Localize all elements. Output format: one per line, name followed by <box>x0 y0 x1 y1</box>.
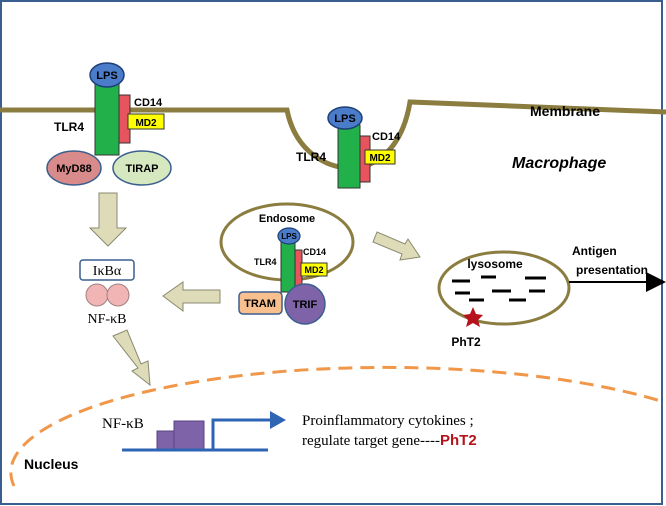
nucleus-nfkb-label: NF-κB <box>102 416 144 432</box>
lps-ligand <box>89 62 125 88</box>
promoter-box-small <box>156 430 175 451</box>
cd14-label-2: CD14 <box>372 131 401 143</box>
arrow-down-to-ikb <box>88 192 128 247</box>
pht2-star-icon <box>463 307 483 327</box>
macrophage-label: Macrophage <box>512 155 606 172</box>
antigen-label: Antigen <box>572 244 617 258</box>
tlr4-label-2: TLR4 <box>296 150 326 164</box>
regulate-pht2: PhT2 <box>440 432 477 449</box>
ikb-label: IκBα <box>93 264 122 279</box>
tlr4-label-3: TLR4 <box>254 257 277 267</box>
lysosome-membrane <box>437 250 571 326</box>
invaginated-receptor-complex: MD2 CD14 LPS TLR4 <box>296 106 401 189</box>
arrow-to-lysosome <box>372 231 421 261</box>
myd88-adaptor <box>46 150 102 186</box>
md2-box-3 <box>300 262 328 277</box>
md2-label-3: MD2 <box>304 265 323 275</box>
tlr4-receptor-3 <box>280 241 296 293</box>
lysosome-label: lysosome <box>467 257 523 271</box>
regulate-prefix: regulate target gene---- <box>302 433 440 449</box>
lps-label-3: LPS <box>281 232 297 241</box>
regulate-text: regulate target gene----PhT2 <box>302 432 477 449</box>
promoter-box-large <box>173 420 205 451</box>
tram-adaptor <box>238 291 283 315</box>
tlr4-label: TLR4 <box>54 120 84 134</box>
nucleus-envelope <box>9 365 665 487</box>
cd14-label: CD14 <box>134 97 163 109</box>
md2-label: MD2 <box>135 118 157 129</box>
tram-label: TRAM <box>244 298 276 310</box>
presentation-label: presentation <box>576 263 648 277</box>
arrow-to-nucleus <box>112 329 151 387</box>
md2-box <box>127 113 165 130</box>
tlr4-receptor-2 <box>337 124 361 189</box>
nfkb-subunit-p65 <box>106 283 130 307</box>
md2-label-2: MD2 <box>369 153 391 164</box>
lps-label-2: LPS <box>334 113 355 125</box>
tlr4-receptor <box>94 82 120 156</box>
nfkb-label: NF-κB <box>88 312 127 327</box>
peptide-fragments <box>452 275 546 302</box>
md2-box-2 <box>364 149 396 165</box>
transcription-arrow <box>211 418 272 450</box>
cytokines-text: Proinflammatory cytokines ; <box>302 413 474 429</box>
endosome: Endosome MD2 CD14 LPS TLR4 TRAM TRIF <box>219 202 355 325</box>
trif-label: TRIF <box>293 299 318 311</box>
cd14-label-3: CD14 <box>303 247 326 257</box>
nucleus-label: Nucleus <box>24 456 79 472</box>
transcription-arrowhead-icon <box>270 411 286 429</box>
membrane-label: Membrane <box>530 103 600 119</box>
lysosome: lysosome PhT2 <box>437 250 571 349</box>
arrow-to-nfkb <box>162 281 221 312</box>
tirap-adaptor <box>112 150 172 186</box>
pht2-label: PhT2 <box>451 335 481 349</box>
tirap-label: TIRAP <box>126 163 159 175</box>
surface-receptor-complex: MD2 CD14 LPS TLR4 MyD88 TIRAP <box>46 62 172 186</box>
trif-adaptor <box>284 283 326 325</box>
myd88-label: MyD88 <box>56 163 91 175</box>
endosome-title: Endosome <box>259 213 315 225</box>
lps-label: LPS <box>96 70 117 82</box>
lps-ligand-3 <box>277 227 301 245</box>
ikb-box <box>79 259 135 281</box>
lps-ligand-2 <box>327 106 363 130</box>
nfkb-subunit-p50 <box>85 283 109 307</box>
